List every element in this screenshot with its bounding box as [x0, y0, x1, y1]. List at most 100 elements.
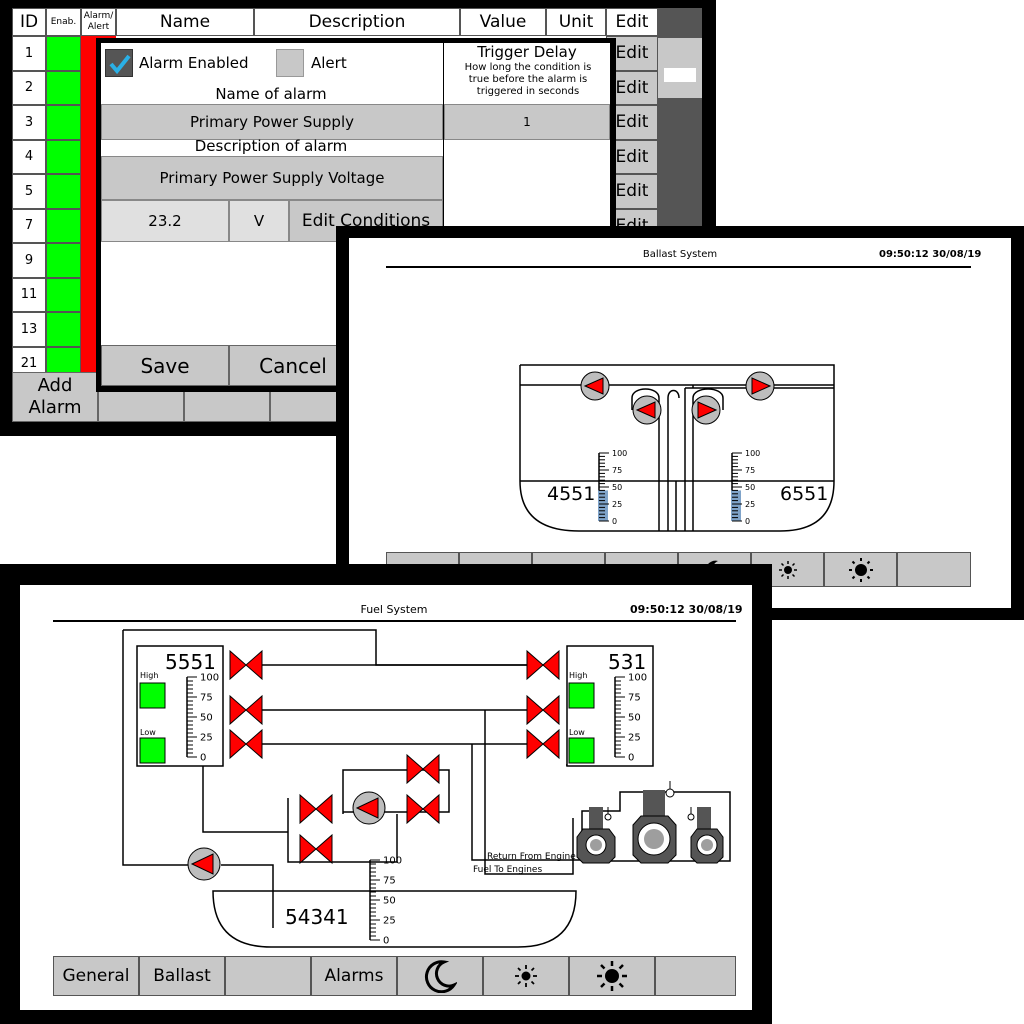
fuel-system-screen: Fuel System 09:50:12 30/08/19 High Low 5…	[20, 585, 752, 1010]
alarm-row-enabled-indicator[interactable]	[46, 36, 81, 71]
save-button[interactable]: Save	[101, 345, 229, 386]
ballast-page-title: Ballast System	[642, 249, 718, 260]
valve-icon[interactable]	[299, 793, 333, 825]
cancel-button[interactable]: Cancel	[229, 345, 357, 386]
alarm-row-enabled-indicator[interactable]	[46, 312, 81, 347]
alarm-row-id: 3	[12, 105, 46, 140]
valve-icon[interactable]	[526, 728, 560, 760]
fuel-bottom-gauge-tick-label: 100	[383, 856, 402, 867]
alarm-row-enabled-indicator[interactable]	[46, 277, 81, 312]
fuel-right-gauge-tick-label: 25	[628, 733, 641, 744]
fuel-page-title: Fuel System	[360, 603, 428, 616]
dialog-divider	[443, 43, 444, 242]
fuel-tank-right-low-label: Low	[569, 728, 585, 737]
engine-right-icon[interactable]	[687, 807, 724, 864]
ballast-left-gauge-tick-label: 50	[612, 483, 622, 492]
fuel-bottom-gauge-tick-label: 50	[383, 896, 396, 907]
fuel-left-gauge-tick-label: 50	[200, 713, 213, 724]
ballast-tank-right-value: 6551	[780, 483, 828, 505]
brightness-low-button[interactable]	[483, 956, 569, 996]
sun-small-icon	[515, 965, 537, 987]
alarm-description-field[interactable]: Primary Power Supply Voltage	[101, 156, 443, 200]
alarm-name-field[interactable]: Primary Power Supply	[101, 104, 443, 140]
valve-icon[interactable]	[229, 694, 263, 726]
brightness-high-button[interactable]	[569, 956, 655, 996]
alarm-row-id: 2	[12, 70, 46, 105]
fuel-bottom-gauge-tick-label: 25	[383, 916, 396, 927]
moon-icon	[424, 960, 457, 993]
fuel-pump-bottom-icon[interactable]	[187, 847, 221, 881]
fuel-tank-right-high-indicator	[568, 682, 595, 709]
engine-center-icon[interactable]	[632, 781, 677, 864]
bar-button-blank-1[interactable]	[98, 390, 184, 422]
alert-checkbox[interactable]	[276, 49, 304, 77]
return-from-engine-label: Return From Engine	[487, 852, 576, 862]
alarm-row-enabled-indicator[interactable]	[46, 70, 81, 105]
fuel-timestamp: 09:50:12 30/08/19	[630, 603, 743, 616]
column-header-value: Value	[460, 8, 546, 36]
trigger-delay-help-text: How long the condition is true before th…	[464, 62, 592, 97]
description-of-alarm-label: Description of alarm	[194, 137, 348, 155]
alarm-unit-field[interactable]: V	[229, 200, 289, 242]
nav-blank-end-button[interactable]	[655, 956, 736, 996]
ballast-right-gauge-tick-label: 25	[745, 500, 755, 509]
ballast-pump-3-icon[interactable]	[691, 395, 721, 425]
alarm-row-id: 4	[12, 139, 46, 174]
fuel-level-gauge-bottom: 100 75 50 25 0	[369, 856, 402, 947]
night-mode-button[interactable]	[397, 956, 483, 996]
nav-ballast-button[interactable]: Ballast	[139, 956, 225, 996]
fuel-right-gauge-tick-label: 75	[628, 693, 641, 704]
ballast-pump-2-icon[interactable]	[632, 395, 662, 425]
valve-icon[interactable]	[229, 649, 263, 681]
add-alarm-button[interactable]: Add Alarm	[12, 372, 98, 422]
ballast-left-gauge-tick-label: 0	[612, 517, 617, 526]
valve-icon[interactable]	[526, 694, 560, 726]
bar-button-blank-2[interactable]	[184, 390, 270, 422]
fuel-left-gauge-tick-label: 75	[200, 693, 213, 704]
alarm-row-enabled-indicator[interactable]	[46, 105, 81, 140]
ballast-nav-blank-end-button[interactable]	[897, 552, 971, 587]
fuel-right-gauge-tick-label: 100	[628, 673, 647, 684]
column-header-unit: Unit	[546, 8, 606, 36]
fuel-bottom-gauge-tick-label: 75	[383, 876, 396, 887]
trigger-delay-field[interactable]: 1	[444, 104, 610, 140]
ballast-right-gauge-tick-label: 75	[745, 466, 755, 475]
valve-icon[interactable]	[526, 649, 560, 681]
nav-general-button[interactable]: General	[53, 956, 139, 996]
nav-blank-button[interactable]	[225, 956, 311, 996]
ballast-right-gauge-tick-label: 0	[745, 517, 750, 526]
valve-icon[interactable]	[299, 833, 333, 865]
alarm-row-enabled-indicator[interactable]	[46, 174, 81, 209]
fuel-bottom-gauge-tick-label: 0	[383, 936, 389, 947]
fuel-tank-left-value: 5551	[165, 650, 216, 674]
ballast-left-gauge-tick-label: 25	[612, 500, 622, 509]
checkmark-icon	[109, 54, 131, 75]
valve-icon[interactable]	[229, 728, 263, 760]
engine-left-icon[interactable]	[576, 807, 616, 864]
alarm-row-enabled-indicator[interactable]	[46, 139, 81, 174]
alarm-enabled-checkbox[interactable]	[105, 49, 133, 77]
fuel-pump-center-icon[interactable]	[352, 791, 386, 825]
column-header-description: Description	[254, 8, 460, 36]
column-header-enabled: Enab.	[46, 8, 81, 36]
ballast-pump-1-icon[interactable]	[580, 371, 610, 401]
fuel-tank-left-high-label: High	[140, 671, 158, 680]
alarm-value-field[interactable]: 23.2	[101, 200, 229, 242]
fuel-tank-bottom-value: 54341	[285, 905, 349, 929]
ballast-hull	[519, 385, 835, 532]
ballast-header-rule	[386, 266, 971, 268]
valve-icon[interactable]	[406, 793, 440, 825]
ballast-pump-4-icon[interactable]	[745, 371, 775, 401]
fuel-tank-left-low-indicator	[139, 737, 166, 764]
fuel-tank-left-low-label: Low	[140, 728, 156, 737]
nav-alarms-button[interactable]: Alarms	[311, 956, 397, 996]
ballast-brightness-high-button[interactable]	[824, 552, 897, 587]
alarm-row-enabled-indicator[interactable]	[46, 243, 81, 278]
valve-icon[interactable]	[406, 753, 440, 785]
alarm-row-enabled-indicator[interactable]	[46, 208, 81, 243]
ballast-left-gauge-tick-label: 100	[612, 449, 627, 458]
ballast-left-gauge-tick-label: 75	[612, 466, 622, 475]
ballast-left-gauge-fill	[598, 490, 608, 521]
scrollbar-thumb[interactable]	[658, 38, 702, 98]
fuel-to-engines-label: Fuel To Engines	[473, 865, 542, 875]
